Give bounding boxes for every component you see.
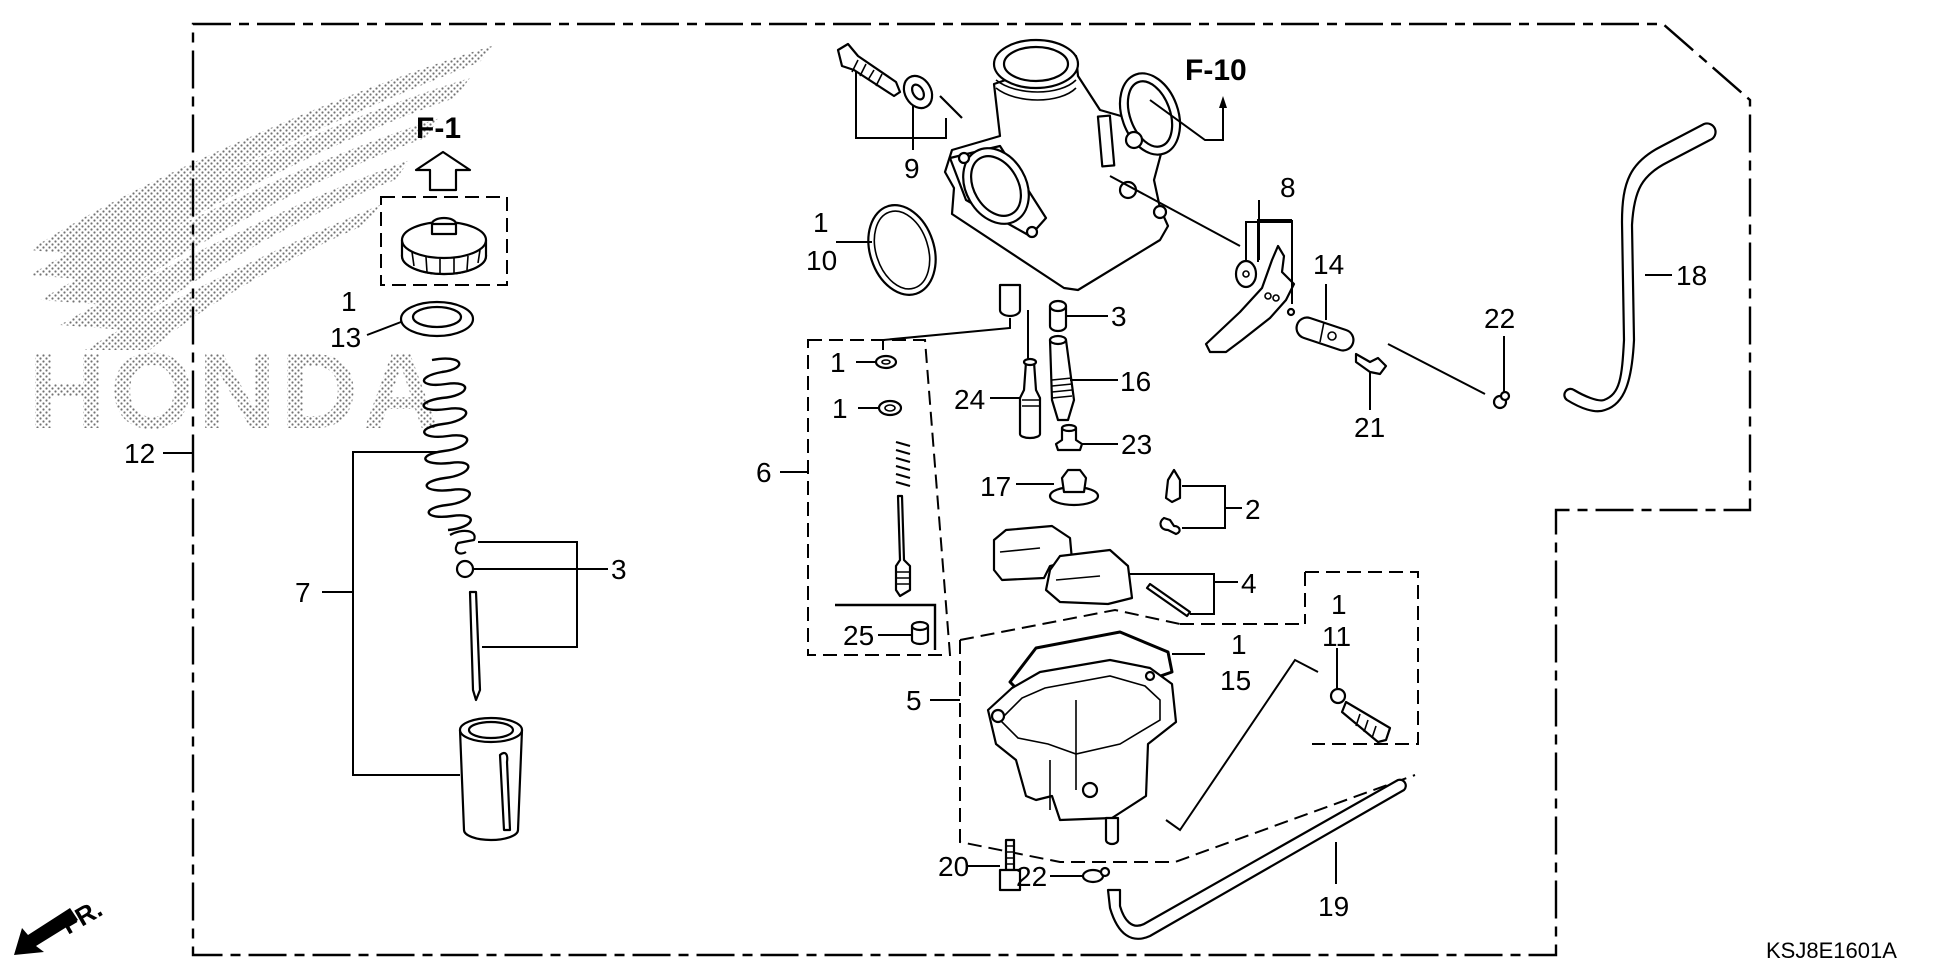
callout-10[interactable]: 10 <box>806 245 837 276</box>
callout-23[interactable]: 23 <box>1121 429 1152 460</box>
callout-1-13-qty: 1 <box>341 286 357 317</box>
callout-3-center[interactable]: 3 <box>1111 301 1127 332</box>
callout-20[interactable]: 20 <box>938 851 969 882</box>
o-ring-1b[interactable] <box>877 399 903 417</box>
honda-watermark-text: HONDA <box>28 330 444 451</box>
callout-5[interactable]: 5 <box>906 685 922 716</box>
float-chamber-o-ring-10[interactable] <box>857 196 946 303</box>
drain-bolt-20[interactable] <box>998 838 1022 892</box>
hose-clip-22-top[interactable] <box>1492 390 1511 410</box>
jet-needle[interactable] <box>468 590 482 702</box>
callout-1-10-qty: 1 <box>813 207 829 238</box>
throttle-valve-spring[interactable] <box>422 357 472 532</box>
reference-f10[interactable]: F-10 <box>1185 54 1247 87</box>
callout-17[interactable]: 17 <box>980 471 1011 502</box>
callout-16[interactable]: 16 <box>1120 366 1151 397</box>
slow-jet-24[interactable] <box>1018 357 1042 440</box>
fuel-tube-18[interactable] <box>1563 122 1717 413</box>
callout-25[interactable]: 25 <box>843 620 874 651</box>
callout-11[interactable]: 11 <box>1322 621 1351 652</box>
cap-gasket-13[interactable] <box>399 300 475 338</box>
callout-13[interactable]: 13 <box>330 322 361 353</box>
callout-1-a[interactable]: 1 <box>830 347 846 378</box>
callout-4[interactable]: 4 <box>1241 568 1257 599</box>
float-4[interactable] <box>992 524 1192 618</box>
reference-f1[interactable]: F-1 <box>416 112 461 145</box>
main-jet-23[interactable] <box>1054 423 1084 452</box>
honda-wing-logo: HONDA <box>28 45 495 451</box>
reference-up-arrow-icon[interactable] <box>414 150 472 192</box>
callout-1-15-qty: 1 <box>1231 629 1247 660</box>
hose-clip-22-bottom[interactable] <box>1081 866 1111 884</box>
callout-8[interactable]: 8 <box>1280 172 1296 203</box>
callout-22-bottom[interactable]: 22 <box>1016 861 1047 892</box>
carburetor-top-cap[interactable] <box>400 216 488 276</box>
float-valve-2[interactable] <box>1159 468 1182 536</box>
drain-screw-11[interactable] <box>1329 687 1392 744</box>
carburetor-body[interactable] <box>943 38 1191 318</box>
diagram-code: KSJ8E1601A <box>1766 938 1897 963</box>
air-screw-set[interactable] <box>836 42 963 119</box>
float-chamber-body[interactable] <box>986 658 1178 846</box>
needle-jet-holder-3[interactable] <box>1048 299 1068 333</box>
float-valve-seat-17[interactable] <box>1048 468 1100 507</box>
callout-22-top[interactable]: 22 <box>1484 303 1515 334</box>
reference-f10-arrow-icon[interactable] <box>1219 96 1227 108</box>
callout-6[interactable]: 6 <box>756 457 772 488</box>
callout-21[interactable]: 21 <box>1354 412 1385 443</box>
callout-2[interactable]: 2 <box>1245 494 1261 525</box>
callout-7[interactable]: 7 <box>295 577 311 608</box>
callout-1-b[interactable]: 1 <box>832 393 848 424</box>
callout-14[interactable]: 14 <box>1313 249 1344 280</box>
air-cutoff-needle[interactable] <box>894 494 912 598</box>
needle-clip[interactable] <box>449 529 476 579</box>
choke-link-14[interactable] <box>1295 316 1355 352</box>
o-ring-1a[interactable] <box>874 354 898 370</box>
callout-1-11-qty: 1 <box>1331 589 1347 620</box>
front-direction-arrow-icon: FR. <box>14 893 107 955</box>
callout-3-left[interactable]: 3 <box>611 554 627 585</box>
callout-9[interactable]: 9 <box>904 153 920 184</box>
air-cutoff-spring[interactable] <box>895 440 911 488</box>
callout-15[interactable]: 15 <box>1220 665 1251 696</box>
front-direction-label: FR. <box>56 893 107 940</box>
drain-tube-19[interactable] <box>1106 778 1407 940</box>
assembly-boundary <box>191 22 1752 957</box>
callout-24[interactable]: 24 <box>954 384 985 415</box>
callout-12[interactable]: 12 <box>124 438 155 469</box>
throttle-valve[interactable] <box>458 716 524 842</box>
choke-lever-set[interactable] <box>1204 244 1296 354</box>
choke-screw-21[interactable] <box>1354 352 1388 376</box>
needle-jet-16[interactable] <box>1048 334 1076 422</box>
cap-25[interactable] <box>910 620 930 646</box>
cap-dashed-box <box>380 196 508 286</box>
callout-18[interactable]: 18 <box>1676 260 1707 291</box>
callout-19[interactable]: 19 <box>1318 891 1349 922</box>
